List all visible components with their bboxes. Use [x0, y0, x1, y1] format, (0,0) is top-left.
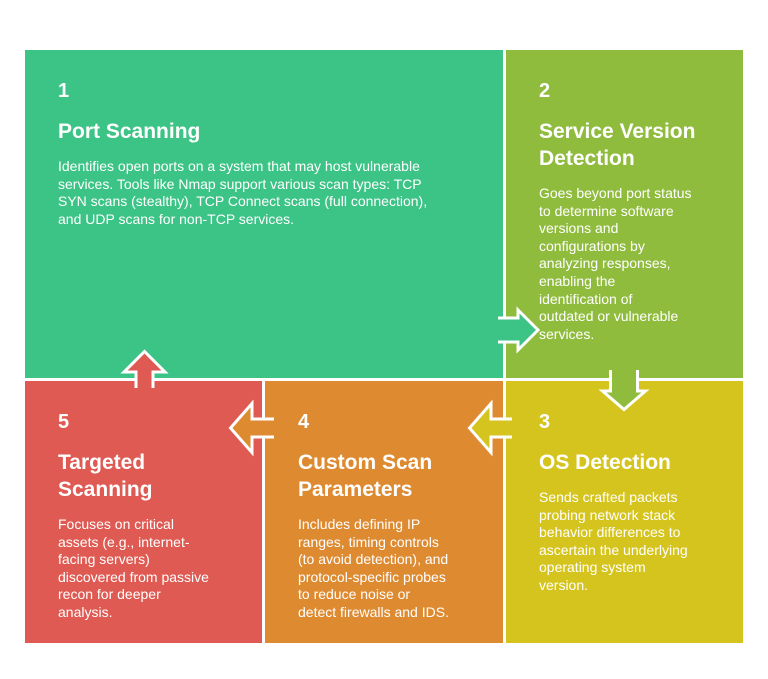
step-description: Focuses on critical assets (e.g., intern… — [58, 516, 209, 620]
step-title: Port Scanning — [58, 120, 201, 143]
step-card-3: 3 OS Detection Sends crafted packets pro… — [506, 381, 743, 643]
step-number: 1 — [58, 80, 70, 102]
step-card-2: 2 Service Version Detection Goes beyond … — [506, 50, 743, 378]
step-number: 2 — [539, 80, 551, 102]
step-title: OS Detection — [539, 451, 671, 474]
step-number: 4 — [298, 411, 310, 433]
step-description: Goes beyond port status to determine sof… — [539, 185, 692, 342]
step-title: Custom Scan Parameters — [298, 451, 433, 501]
step-title: Targeted Scanning — [58, 451, 153, 501]
step-number: 5 — [58, 411, 70, 433]
step-description: Includes defining IP ranges, timing cont… — [298, 516, 449, 620]
step-card-1: 1 Port Scanning Identifies open ports on… — [25, 50, 503, 378]
step-description: Identifies open ports on a system that m… — [58, 158, 428, 227]
step-card-4: 4 Custom Scan Parameters Includes defini… — [265, 381, 503, 643]
step-number: 3 — [539, 411, 551, 433]
step-description: Sends crafted packets probing network st… — [539, 489, 688, 593]
step-title: Service Version Detection — [539, 120, 696, 170]
step-card-5: 5 Targeted Scanning Focuses on critical … — [25, 381, 262, 643]
